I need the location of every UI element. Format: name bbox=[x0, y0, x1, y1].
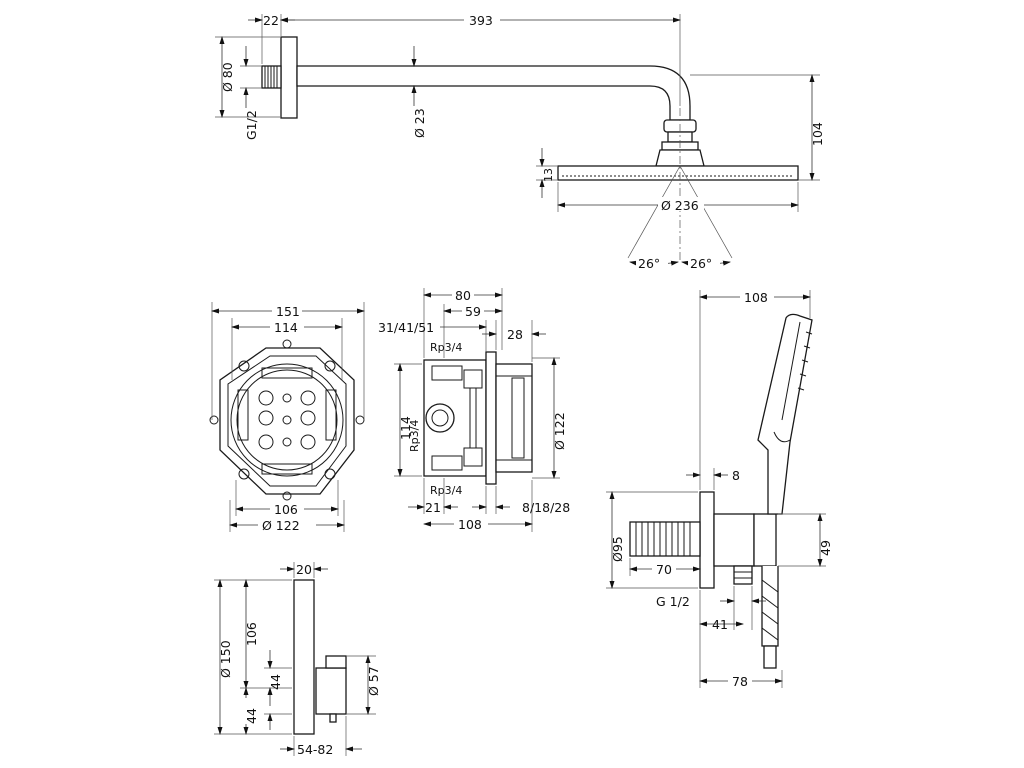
label-rp-mid: Rp3/4 bbox=[408, 420, 421, 452]
hand-shower-view: 108 8 Ø95 70 49 G 1/2 41 bbox=[606, 290, 833, 689]
dim-hand-width: 108 bbox=[744, 290, 768, 305]
dim-angle-right: 26° bbox=[690, 256, 712, 271]
dim-box-dia: Ø 122 bbox=[552, 412, 567, 450]
box-outlet bbox=[425, 403, 455, 433]
dim-box-cover: 8/18/28 bbox=[522, 500, 570, 515]
dim-trim-total-height: Ø 150 bbox=[218, 640, 233, 678]
wall-flange bbox=[280, 36, 298, 119]
box-side-view: 80 59 31/41/51 28 Rp3/4 Rp3/4 Rp3/4 114 … bbox=[378, 288, 570, 532]
dim-trim-knob-height: 44 bbox=[268, 674, 283, 690]
holder-body bbox=[713, 513, 755, 567]
trim-view: 20 Ø 150 106 44 44 Ø 57 54-82 bbox=[214, 562, 381, 757]
box-front-view: 151 114 106 Ø 122 bbox=[209, 302, 365, 533]
dim-height: 104 bbox=[810, 122, 825, 146]
dim-hand-height: 49 bbox=[818, 540, 833, 556]
dim-hand-outlet: 41 bbox=[712, 617, 728, 632]
dim-box-bottom-inner: 106 bbox=[274, 502, 298, 517]
overhead-shower-view: 22 393 Ø 80 G1/2 Ø 23 104 13 bbox=[215, 13, 825, 271]
dim-hand-thread: G 1/2 bbox=[656, 594, 690, 609]
dim-box-offset: 21 bbox=[425, 500, 441, 515]
dim-hand-flange-dia: Ø95 bbox=[610, 536, 625, 562]
dim-box-depth: 80 bbox=[455, 288, 471, 303]
dim-hand-wall: 8 bbox=[732, 468, 740, 483]
wall-plate bbox=[699, 491, 715, 589]
dim-wall-offset: 22 bbox=[263, 13, 279, 28]
dim-trim-projection: 54-82 bbox=[297, 742, 333, 757]
dim-box-width-outer: 151 bbox=[276, 304, 300, 319]
dim-box-depths: 31/41/51 bbox=[378, 320, 434, 335]
label-rp-bottom: Rp3/4 bbox=[430, 484, 462, 497]
trim-knob bbox=[315, 667, 347, 715]
dim-trim-upper: 106 bbox=[244, 622, 259, 646]
dim-thread: G1/2 bbox=[244, 110, 259, 140]
label-rp-top: Rp3/4 bbox=[430, 341, 462, 354]
shower-head bbox=[557, 165, 799, 181]
dim-box-bottom-dia: Ø 122 bbox=[262, 518, 300, 533]
dim-head-thickness: 13 bbox=[542, 168, 555, 182]
dim-hand-depth: 78 bbox=[732, 674, 748, 689]
dim-flange-dia: Ø 80 bbox=[220, 62, 235, 92]
dim-trim-bottom: 44 bbox=[244, 708, 259, 724]
dim-box-depth-inner: 59 bbox=[465, 304, 481, 319]
dim-trim-width: 20 bbox=[296, 562, 312, 577]
dim-trim-knob-dia: Ø 57 bbox=[366, 666, 381, 696]
dim-head-dia: Ø 236 bbox=[661, 198, 699, 213]
dim-plaster: 28 bbox=[507, 327, 523, 342]
hand-shower bbox=[757, 313, 813, 515]
dim-box-total-depth: 108 bbox=[458, 517, 482, 532]
trim-plate bbox=[293, 579, 315, 735]
dim-box-height: 114 bbox=[398, 416, 413, 440]
hose-outlet bbox=[733, 565, 753, 585]
dim-box-width-inner: 114 bbox=[274, 320, 298, 335]
dim-arm-length: 393 bbox=[469, 13, 493, 28]
shower-arm bbox=[296, 65, 691, 121]
box-ring bbox=[230, 363, 344, 477]
dim-hand-pipe: 70 bbox=[656, 562, 672, 577]
dim-angle-left: 26° bbox=[638, 256, 660, 271]
dim-arm-dia: Ø 23 bbox=[412, 108, 427, 138]
